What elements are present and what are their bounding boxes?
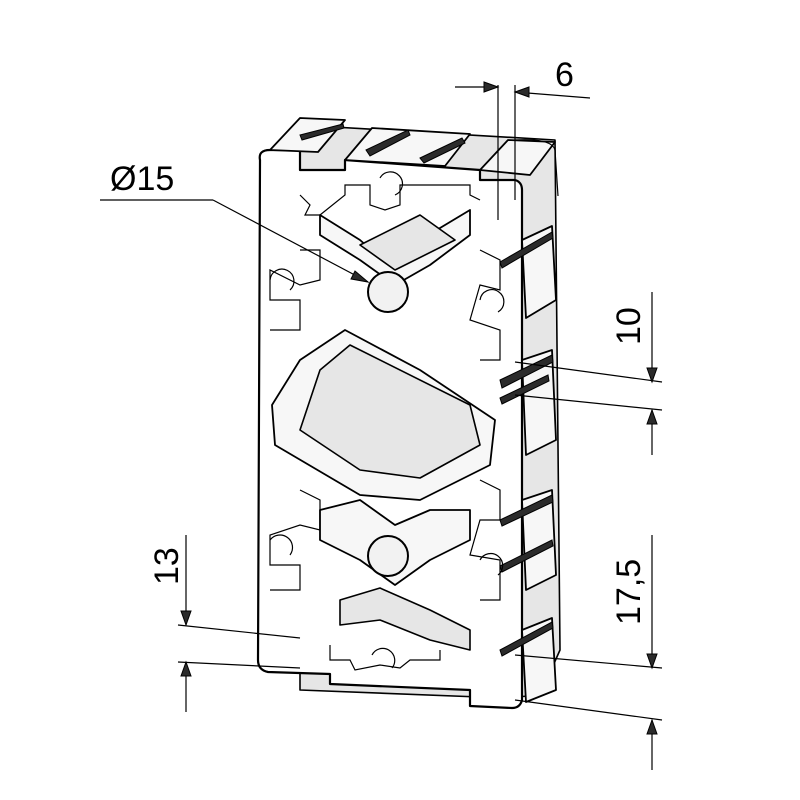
slot-height-label: 10 bbox=[610, 307, 648, 345]
upper-center-bore bbox=[367, 271, 409, 313]
lower-center-bore bbox=[367, 535, 409, 577]
dimension-slot-width: 6 bbox=[455, 56, 591, 220]
slot-width-label: 6 bbox=[555, 56, 574, 94]
bore-diameter-label: Ø15 bbox=[110, 160, 174, 198]
slot-ends bbox=[269, 171, 505, 669]
inner-webs bbox=[269, 184, 501, 671]
dimension-left-offset: 13 bbox=[148, 535, 301, 712]
top-slots bbox=[269, 117, 559, 197]
dimension-right-offset: 17,5 bbox=[514, 535, 663, 770]
right-offset-label: 17,5 bbox=[610, 559, 648, 625]
right-slots bbox=[499, 225, 557, 703]
left-offset-label: 13 bbox=[148, 547, 186, 585]
dimension-bore-diameter: Ø15 bbox=[100, 160, 370, 283]
dimension-slot-height: 10 bbox=[514, 292, 663, 455]
profile-body bbox=[256, 117, 561, 710]
